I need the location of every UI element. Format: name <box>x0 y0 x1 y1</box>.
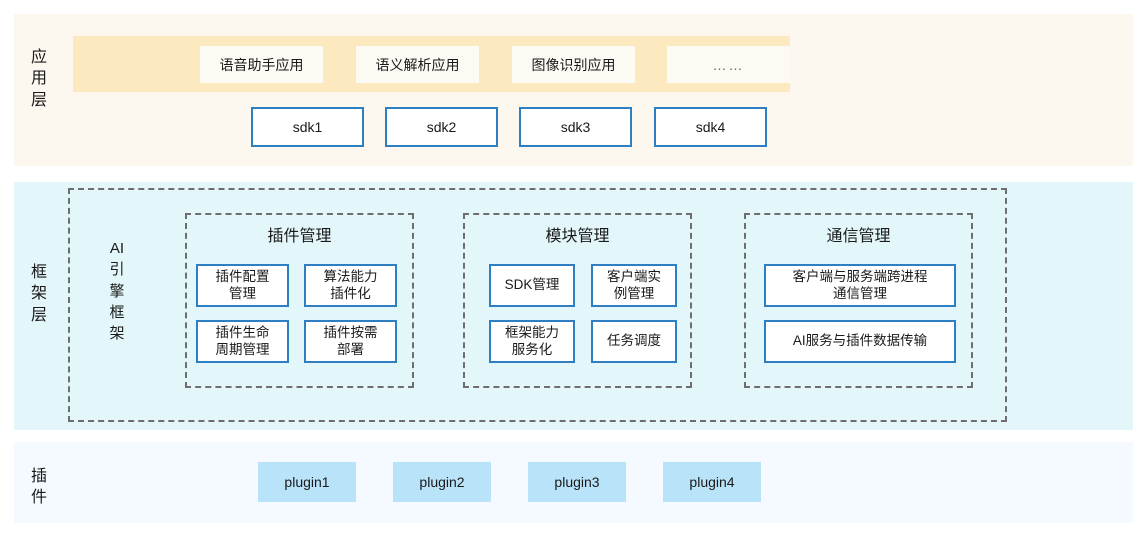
framework-module-box[interactable]: 任务调度 <box>591 320 677 363</box>
sdk-box[interactable]: sdk1 <box>251 107 364 147</box>
plugin-box[interactable]: plugin2 <box>393 462 491 502</box>
ai-engine-framework-label: AI引擎框架 <box>109 240 125 343</box>
application-box[interactable]: …… <box>667 46 790 83</box>
application-box[interactable]: 图像识别应用 <box>512 46 635 83</box>
framework-group <box>463 213 692 388</box>
plugin-box[interactable]: plugin4 <box>663 462 761 502</box>
layer-label-application: 应用层 <box>30 49 47 109</box>
framework-module-box[interactable]: 插件配置 管理 <box>196 264 289 307</box>
framework-module-box[interactable]: AI服务与插件数据传输 <box>764 320 956 363</box>
application-box[interactable]: 语义解析应用 <box>356 46 479 83</box>
framework-module-box[interactable]: 插件生命 周期管理 <box>196 320 289 363</box>
ai-engine-framework-container <box>68 188 1007 422</box>
framework-module-box[interactable]: 插件按需 部署 <box>304 320 397 363</box>
framework-group-title: 通信管理 <box>826 228 891 245</box>
framework-group <box>185 213 414 388</box>
sdk-box[interactable]: sdk2 <box>385 107 498 147</box>
layer-label-plugin: 插件 <box>30 468 47 507</box>
framework-module-box[interactable]: SDK管理 <box>489 264 575 307</box>
plugin-box[interactable]: plugin3 <box>528 462 626 502</box>
framework-module-box[interactable]: 客户端与服务端跨进程 通信管理 <box>764 264 956 307</box>
framework-module-box[interactable]: 框架能力 服务化 <box>489 320 575 363</box>
plugin-box[interactable]: plugin1 <box>258 462 356 502</box>
sdk-box[interactable]: sdk3 <box>519 107 632 147</box>
framework-module-box[interactable]: 算法能力 插件化 <box>304 264 397 307</box>
sdk-box[interactable]: sdk4 <box>654 107 767 147</box>
framework-module-box[interactable]: 客户端实 例管理 <box>591 264 677 307</box>
application-box[interactable]: 语音助手应用 <box>200 46 323 83</box>
layer-label-framework: 框架层 <box>30 264 47 324</box>
framework-group-title: 插件管理 <box>267 228 332 245</box>
framework-group <box>744 213 973 388</box>
framework-group-title: 模块管理 <box>545 228 610 245</box>
